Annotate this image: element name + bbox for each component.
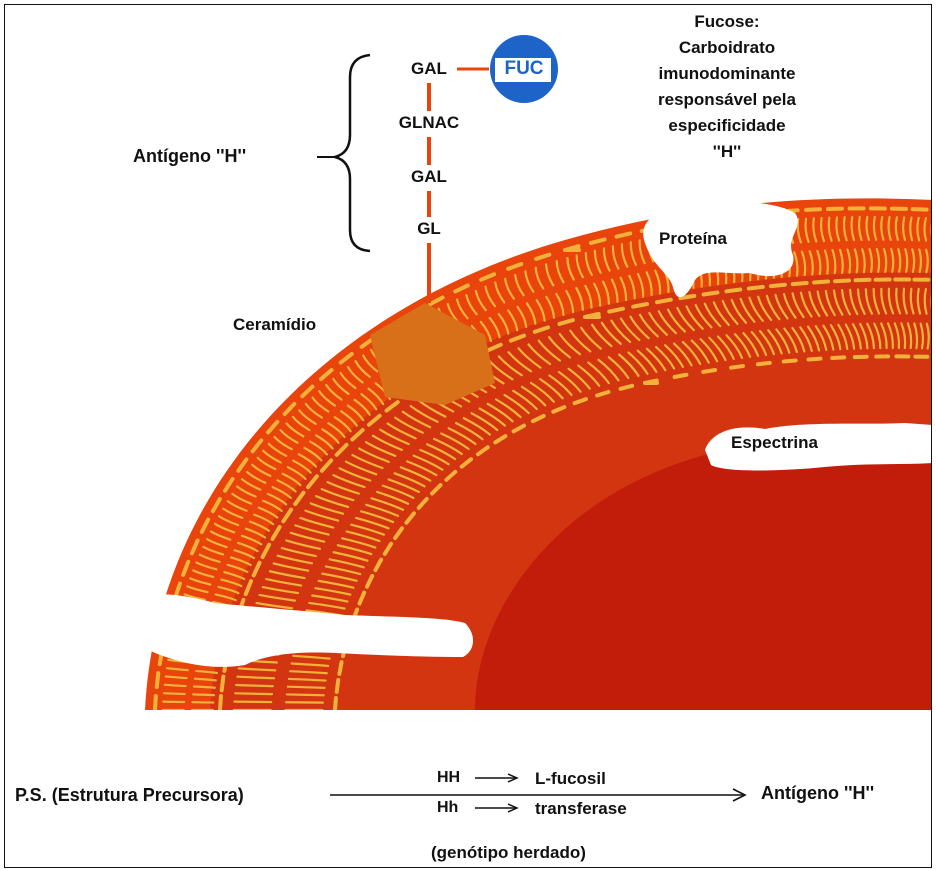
phospholipid-head (222, 677, 224, 691)
genotype-hh-small: Hh (437, 799, 458, 817)
antigen-h-label: Antígeno ''H'' (133, 146, 246, 167)
diagram-frame: Antígeno ''H'' GAL GLNAC GAL GL FUC Fuco… (4, 4, 932, 868)
phospholipid-head (832, 357, 844, 358)
phospholipid-head (703, 370, 715, 372)
phospholipid-head (771, 285, 785, 286)
phospholipid-head (758, 363, 770, 364)
phospholipid-head (633, 304, 647, 307)
spectrin-label: Espectrina (731, 433, 818, 453)
lipid-tail (193, 694, 214, 695)
phospholipid-head (726, 290, 740, 292)
phospholipid-head (793, 283, 807, 284)
inheritance-note: (genótipo herdado) (431, 843, 586, 863)
phospholipid-head (675, 375, 687, 377)
phospholipid-head (339, 662, 341, 674)
fucose-note-line-3: imunodominante (603, 61, 851, 87)
phospholipid-head (809, 359, 821, 360)
phospholipid-head (657, 300, 671, 302)
phospholipid-head (335, 698, 336, 710)
phospholipid-head (220, 696, 221, 710)
phospholipid-head (814, 282, 828, 283)
chain-gal-bottom: GAL (384, 167, 474, 187)
phospholipid-head (806, 209, 820, 210)
phospholipid-head (731, 366, 743, 368)
phospholipid-head (704, 292, 718, 294)
fucose-note-line-4: responsável pela (603, 87, 851, 113)
phospholipid-head (155, 696, 156, 710)
phospholipid-head (749, 287, 763, 289)
precursor-label: P.S. (Estrutura Precursora) (15, 785, 244, 806)
lipid-tail (932, 289, 933, 314)
phospholipid-head (784, 360, 796, 361)
lipid-tail (288, 687, 325, 688)
ceramide-label: Ceramídio (233, 315, 316, 335)
lipid-tail (164, 693, 185, 694)
fucose-badge-text: FUC (499, 58, 549, 80)
phospholipid-head (835, 280, 849, 281)
phospholipid-head (609, 309, 623, 312)
antigen-brace (335, 55, 370, 251)
chain-gl: GL (384, 219, 474, 239)
lipid-tail (236, 685, 273, 686)
product-label: Antígeno ''H'' (761, 783, 874, 804)
lipid-tail (194, 687, 215, 688)
protein-label: Proteína (659, 229, 727, 249)
lipid-tail (932, 218, 933, 240)
fucose-note-line-2: Carboidrato (603, 35, 851, 61)
chain-gal-top: GAL (384, 59, 474, 79)
enzyme-line-2: transferase (535, 799, 627, 819)
phospholipid-head (157, 673, 159, 687)
phospholipid-head (337, 680, 339, 692)
chain-glnac: GLNAC (384, 113, 474, 133)
fucose-note-line-6: ''H'' (603, 139, 851, 165)
lipid-tail (287, 694, 324, 695)
phospholipid-head (645, 380, 657, 383)
genotype-hh: HH (437, 769, 460, 787)
lipid-tail (235, 693, 272, 694)
phospholipid-head (621, 386, 633, 389)
fucose-note: Fucose: Carboidrato imunodominante respo… (603, 9, 851, 165)
fucose-note-line-1: Fucose: (603, 9, 851, 35)
enzyme-line-1: L-fucosil (535, 769, 606, 789)
fucose-note-line-5: especificidade (603, 113, 851, 139)
lipid-tail (165, 685, 186, 686)
